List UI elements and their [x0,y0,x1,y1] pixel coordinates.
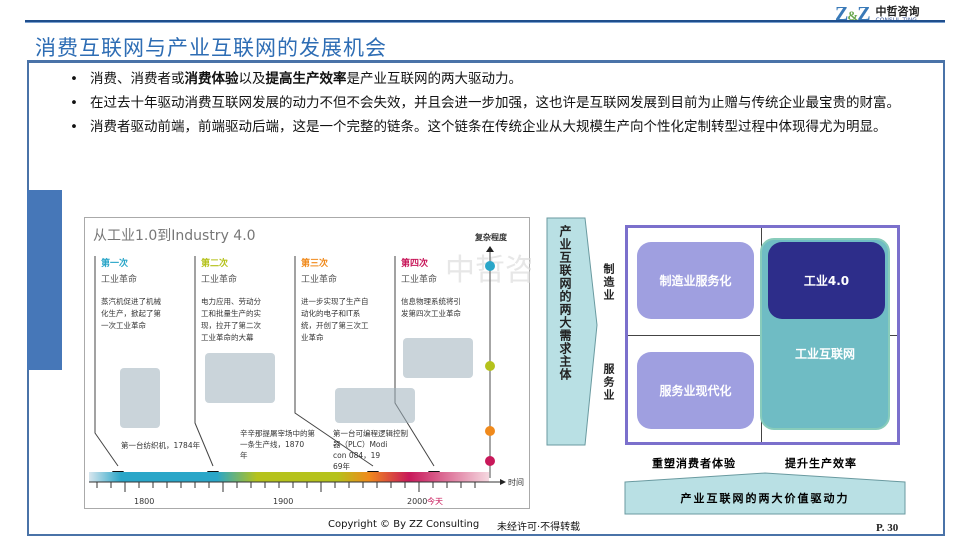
bullet-text: 在过去十年驱动消费互联网发展的动力不但不会失效，并且会进一步加强，这也许是互联网… [90,95,900,111]
demand-value-matrix: 产业互联网的两大需求主体 制造业 服务业 制造业服务化 服务业现代化 工业互联网… [545,215,915,515]
page-number: P. 30 [876,522,899,534]
era-ordinal: 第二次 [201,257,228,269]
tick-label: 1900 [273,497,293,506]
bullet-text: 消费、消费者或消费体验以及提高生产效率是产业互联网的两大驱动力。 [90,71,522,87]
milestone-caption: 第一台纺织机，1784年 [121,440,201,450]
text-run: 以及 [238,71,266,87]
era-leader-line [294,256,374,467]
milestone-caption: 69年 [333,461,351,471]
industry-timeline-figure: 从工业1.0到Industry 4.0 复杂程度 中哲咨询 第一次工业革命蒸汽机… [84,217,565,509]
slide-title: 消费互联网与产业互联网的发展机会 [35,36,387,60]
text-run: 是产业互联网的两大驱动力。 [346,71,523,87]
cell-industry-4: 工业4.0 [768,242,885,319]
era-description: 化生产，掀起了第 [101,308,161,318]
milestone-caption: 器（PLC）Modi [333,440,387,449]
bullet-text: 消费者驱动前端，前端驱动后端，这是一个完整的链条。这个链条在传统企业从大规模生产… [90,119,887,135]
era-name: 工业革命 [401,273,437,285]
machine-illustration [205,353,275,403]
era-description: 电力应用、劳动分 [201,296,261,306]
era-name: 工业革命 [201,273,237,285]
bullet-item: 消费者驱动前端，前端驱动后端，这是一个完整的链条。这个链条在传统企业从大规模生产… [68,115,938,139]
complexity-dot [485,456,495,466]
era-name: 工业革命 [101,273,137,285]
era-leader-line [94,256,119,467]
era-ordinal: 第一次 [101,257,128,269]
bold-phrase: 提高生产效率 [265,71,347,87]
value-drivers-label: 产业互联网的两大价值驱动力 [680,492,850,505]
era-leader-line [194,256,214,467]
logo-mark: Z&Z [835,3,871,25]
era-ordinal: 第四次 [401,257,428,269]
left-arrow-shape [546,217,598,446]
cell-manufacturing-servitization: 制造业服务化 [637,242,754,319]
bold-phrase: 消费体验 [184,71,239,87]
milestone-caption: con 084，19 [333,451,380,460]
demand-subjects-label: 产业互联网的两大需求主体 [558,225,572,381]
logo-name-cn: 中哲咨询 [875,4,920,18]
machine-illustration [403,338,473,378]
era-description: 业革命 [301,332,324,342]
copyright-notice: 未经许可·不得转载 [497,522,581,533]
era-description: 发第四次工业革命 [401,308,461,318]
bullet-item: 消费、消费者或消费体验以及提高生产效率是产业互联网的两大驱动力。 [68,67,938,91]
today-label: 今天 [427,496,443,506]
era-name: 工业革命 [301,273,337,285]
era-description: 蒸汽机促进了机械 [101,296,161,306]
axis-arrow-up [486,246,494,252]
era-description: 信息物理系统将引 [401,296,461,306]
time-color-bar [89,472,489,482]
tick-label: 1800 [134,497,154,506]
era-description: 现，拉开了第二次 [201,320,261,330]
era-description: 动化的电子和IT系 [301,308,361,318]
milestone-caption: 辛辛那提屠宰场中的第 [240,428,315,438]
row-label-manufacturing: 制造业 [602,263,615,302]
bottom-arrow-shape [624,472,906,515]
era-ordinal: 第三次 [301,257,328,269]
cell-service-modernization: 服务业现代化 [637,352,754,429]
bullet-list: 消费、消费者或消费体验以及提高生产效率是产业互联网的两大驱动力。 在过去十年驱动… [68,67,938,139]
milestone-caption: 一条生产线，1870 [240,439,304,449]
industrial-internet-label: 工业互联网 [794,347,855,361]
era-description: 进一步实现了生产自 [301,296,369,306]
row-label-service: 服务业 [602,363,615,402]
tick-label: 2000 [407,497,427,506]
time-label: 时间 [508,477,524,487]
complexity-label: 复杂程度 [474,232,508,242]
era-description: 统，开创了第三次工 [301,320,369,330]
machine-illustration [120,368,160,428]
milestone-caption: 第一台可编程逻辑控制 [333,428,408,438]
era-description: 工业革命的大幕 [201,332,254,342]
text-run: 消费、消费者或 [90,71,185,87]
era-description: 一次工业革命 [101,320,146,330]
axis-arrow-right [500,479,506,485]
col-label-consumer-experience: 重塑消费者体验 [652,457,736,470]
milestone-caption: 年 [240,450,248,460]
side-accent-block [27,190,62,370]
col-label-efficiency: 提升生产效率 [785,457,857,470]
timeline-title: 从工业1.0到Industry 4.0 [93,228,256,244]
copyright-text: Copyright © By ZZ Consulting [328,519,480,530]
machine-illustration [335,388,415,423]
complexity-dot [485,261,495,271]
complexity-dot [485,361,495,371]
era-description: 工和批量生产的实 [201,308,261,318]
header-rule [25,20,945,23]
complexity-dot [485,426,495,436]
bullet-item: 在过去十年驱动消费互联网发展的动力不但不会失效，并且会进一步加强，这也许是互联网… [68,91,938,115]
